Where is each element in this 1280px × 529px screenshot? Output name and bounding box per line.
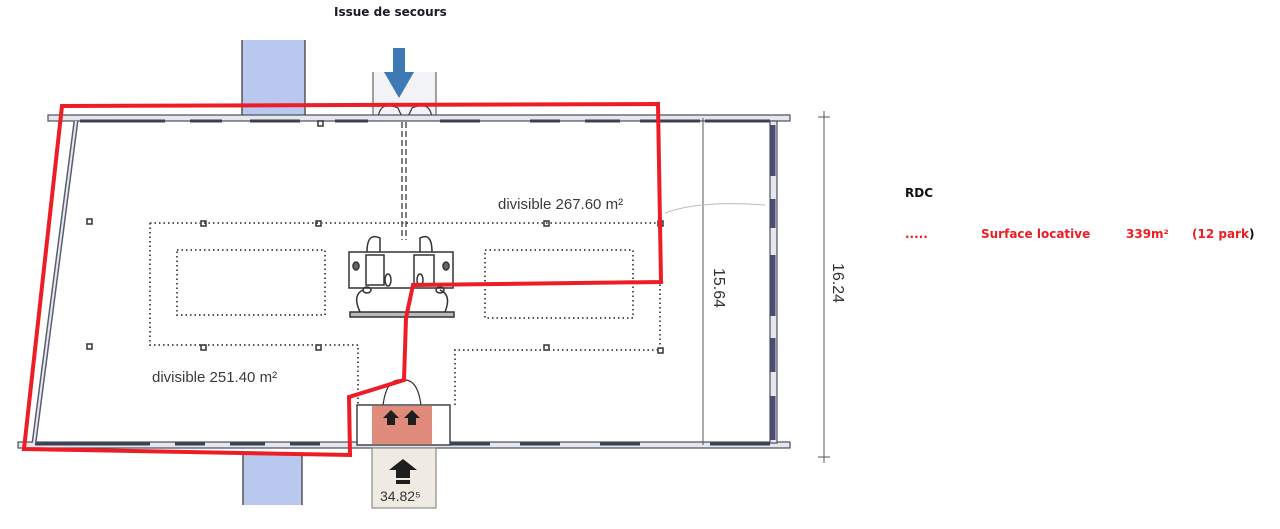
dimension-bottom-label: 34.82⁵ [380,488,421,504]
entrance-lobby [356,379,451,509]
exit-arrow-icon [384,48,414,98]
dimension-lines [702,111,830,463]
legend-parking-close: ) [1248,227,1255,241]
legend-level-title: RDC [905,186,934,200]
legend-description: Surface locative [981,227,1091,241]
dimension-inner-label: 15.64 [710,268,727,309]
ceiling-outlines [149,222,661,405]
zone-north-label: divisible 267.60 m² [498,196,624,213]
legend-area: 339m² [1126,227,1169,241]
glass-corridor-bottom [242,455,303,505]
dimension-outer-label: 16.24 [829,263,846,304]
leasable-area-outline [21,101,664,458]
entrance-arrow-icons [383,410,420,484]
legend-marker: ..... [905,227,928,241]
emergency-exit-label: Issue de secours [334,5,447,19]
legend-parking: (12 park) [1192,227,1254,241]
zone-south-label: divisible 251.40 m² [152,369,278,386]
restroom-block [348,235,455,318]
exit-corridor [401,122,407,240]
legend-parking-text: (12 park [1192,227,1249,241]
building-walls [17,114,791,449]
